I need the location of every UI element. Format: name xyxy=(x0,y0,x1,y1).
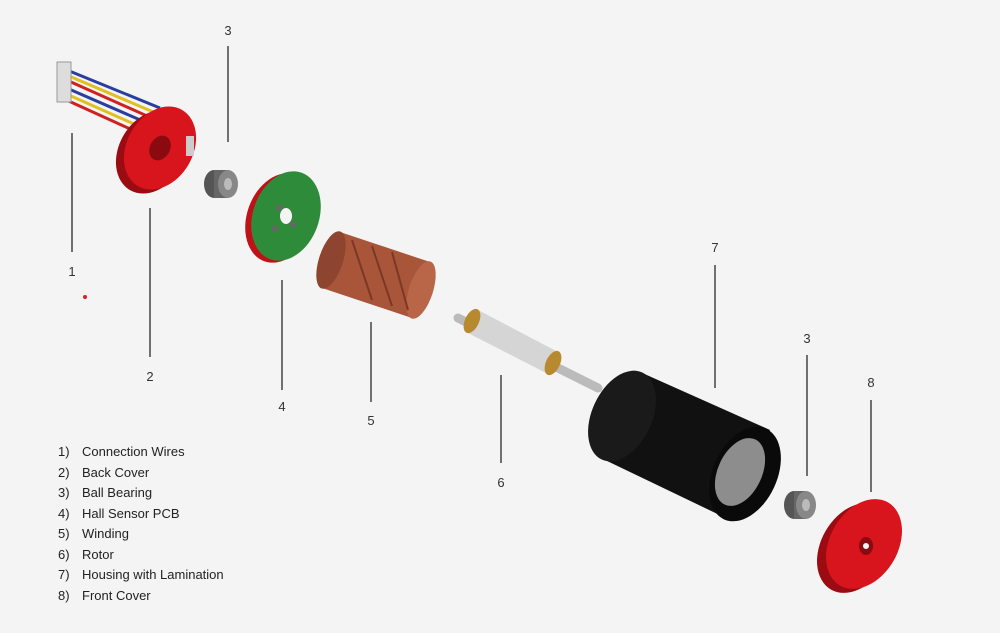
winding xyxy=(316,231,436,319)
red-dot xyxy=(83,295,87,299)
legend-number: 3) xyxy=(58,485,70,500)
back-cover xyxy=(115,106,197,194)
wire-pins xyxy=(186,136,194,156)
legend-number: 5) xyxy=(58,526,70,541)
leader-lines xyxy=(71,46,872,492)
connector xyxy=(56,61,72,103)
callout-6: 6 xyxy=(497,475,505,490)
legend-item: 3) Ball Bearing xyxy=(58,483,224,504)
legend-number: 8) xyxy=(58,587,70,603)
legend-number: 4) xyxy=(58,505,70,521)
legend-item: 5) Winding xyxy=(58,524,224,545)
legend-label: Connection Wires xyxy=(82,444,185,459)
rotor xyxy=(453,308,603,393)
legend-number: 2) xyxy=(58,464,70,480)
callout-1: 1 xyxy=(68,264,76,279)
hall-sensor-pcb xyxy=(245,171,321,263)
legend-label: Ball Bearing xyxy=(82,485,153,500)
callout-3b: 3 xyxy=(803,331,811,346)
legend-item: 8) Front Cover xyxy=(58,586,224,607)
legend-number: 7) xyxy=(58,567,70,582)
callout-3: 3 xyxy=(224,23,232,38)
legend-label: Hall Sensor PCB xyxy=(82,505,180,521)
ball-bearing-front xyxy=(784,491,816,519)
callout-8: 8 xyxy=(867,375,875,390)
callout-2: 2 xyxy=(146,369,154,384)
legend-label: Housing with Lamination xyxy=(82,567,224,582)
legend-item: 2) Back Cover xyxy=(58,463,224,484)
callout-4: 4 xyxy=(278,399,286,414)
legend-label: Winding xyxy=(82,526,129,541)
front-cover xyxy=(817,499,902,593)
legend-label: Rotor xyxy=(82,546,114,562)
legend-item: 7) Housing with Lamination xyxy=(58,565,224,586)
parts-legend: 1) Connection Wires 2) Back Cover 3) Ball B… xyxy=(58,442,224,606)
callout-7: 7 xyxy=(711,240,719,255)
legend-item: 6) Rotor xyxy=(58,545,224,566)
legend-label: Back Cover xyxy=(82,464,150,480)
housing-with-lamination xyxy=(588,370,781,522)
legend-number: 6) xyxy=(58,546,70,562)
ball-bearing-back xyxy=(204,170,238,198)
callout-5: 5 xyxy=(367,413,375,428)
legend-item: 1) Connection Wires xyxy=(58,442,224,463)
legend-label: Front Cover xyxy=(82,587,151,603)
legend-number: 1) xyxy=(58,444,70,459)
legend-item: 4) Hall Sensor PCB xyxy=(58,504,224,525)
